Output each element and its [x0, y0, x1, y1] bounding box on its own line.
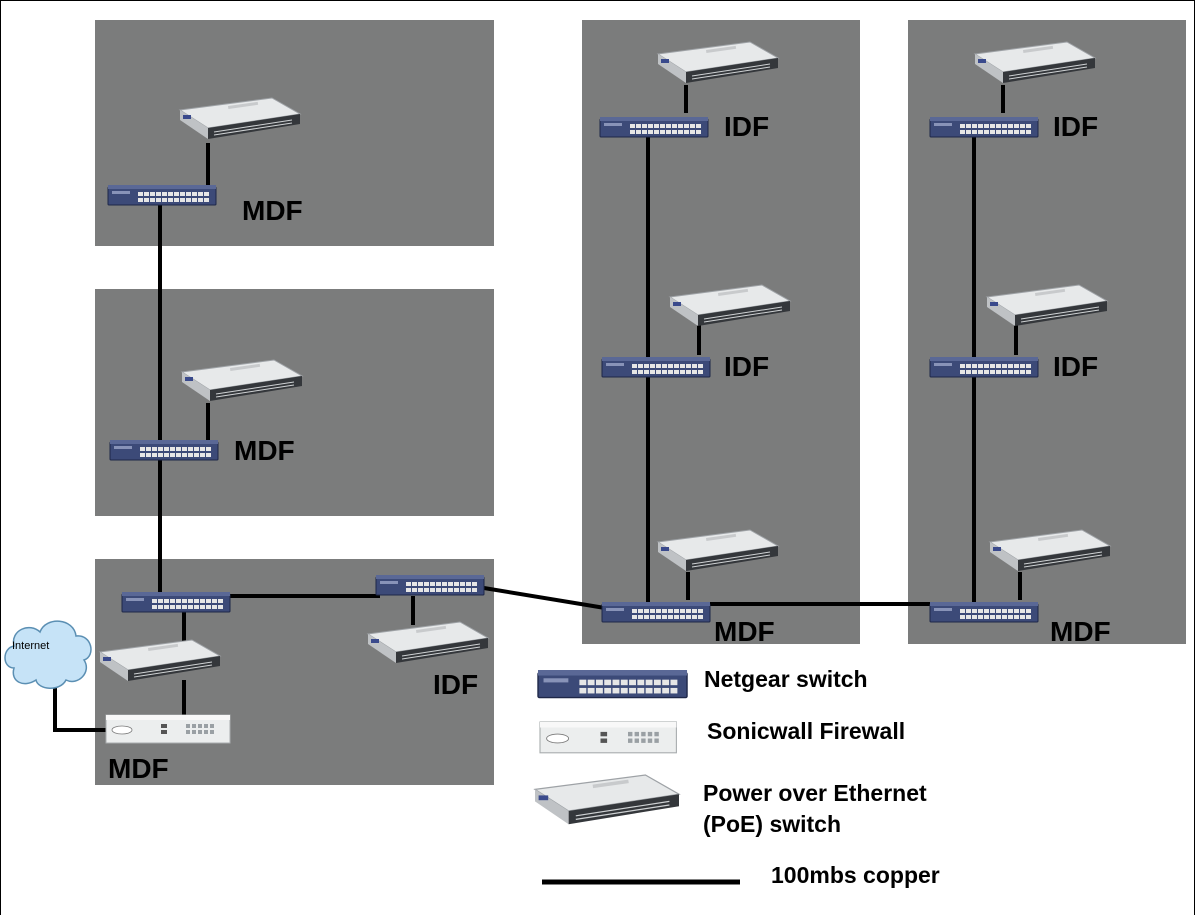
internet-label: Internet [12, 640, 49, 652]
idf-label: IDF [724, 111, 769, 142]
sonicwall-firewall-icon [105, 714, 231, 744]
legend-netgear-label: Netgear switch [704, 666, 868, 692]
netgear-switch-icon [375, 574, 485, 596]
cables [53, 85, 1022, 732]
mdf-label: MDF [108, 753, 169, 784]
poe-switch-icon [534, 774, 680, 825]
legend-poe-label-line1: Power over Ethernet [703, 780, 927, 806]
legend-copper-label: 100mbs copper [771, 862, 940, 888]
mdf-label: MDF [234, 435, 295, 466]
netgear-switch-icon [929, 116, 1039, 138]
mdf-label: MDF [714, 616, 775, 647]
netgear-switch-icon [109, 439, 219, 461]
netgear-switch-icon [121, 591, 231, 613]
mdf-label: MDF [1050, 616, 1111, 647]
cable [483, 586, 606, 610]
netgear-switch-icon [601, 601, 711, 623]
idf-label: IDF [1053, 351, 1098, 382]
internet-cloud-icon: Internet [4, 620, 92, 689]
netgear-switch-icon [929, 356, 1039, 378]
netgear-switch-icon [599, 116, 709, 138]
mdf-label: MDF [242, 195, 303, 226]
netgear-switch-icon [537, 669, 688, 699]
netgear-switch-icon [107, 184, 217, 206]
netgear-switch-icon [601, 356, 711, 378]
idf-label: IDF [724, 351, 769, 382]
idf-label: IDF [1053, 111, 1098, 142]
cable [53, 680, 110, 732]
legend-poe-label-line2: (PoE) switch [703, 811, 841, 837]
idf-label: IDF [433, 669, 478, 700]
netgear-switch-icon [929, 601, 1039, 623]
legend: Netgear switch Sonicwall Firewall Power … [534, 666, 940, 888]
legend-sonicwall-label: Sonicwall Firewall [707, 718, 905, 744]
room-mdf-middle [95, 289, 494, 516]
sonicwall-firewall-icon [539, 721, 677, 754]
